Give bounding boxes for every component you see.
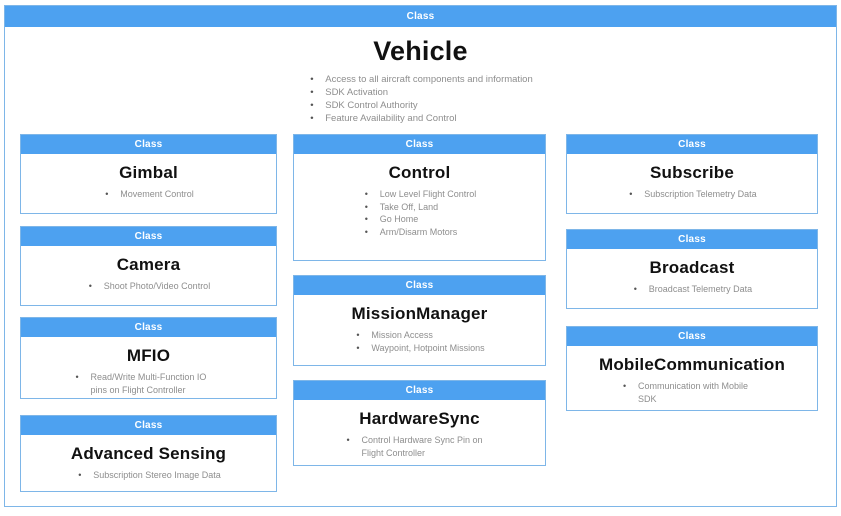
class-box-header: Class xyxy=(567,135,817,154)
vehicle-class-box: Class Vehicle Access to all aircraft com… xyxy=(4,5,837,507)
class-title: MissionManager xyxy=(351,304,488,323)
class-bullet: Broadcast Telemetry Data xyxy=(632,283,752,296)
class-box-subscribe: Class Subscribe Subscription Telemetry D… xyxy=(566,134,818,214)
class-bullet-list: Communication with Mobile SDK xyxy=(621,380,763,405)
class-title: MobileCommunication xyxy=(598,355,786,374)
class-bullet: Waypoint, Hotpoint Missions xyxy=(354,342,484,355)
class-bullet: Arm/Disarm Motors xyxy=(363,226,477,239)
vehicle-bullet: SDK Control Authority xyxy=(308,99,533,112)
class-bullet: Low Level Flight Control xyxy=(363,188,477,201)
class-title: Gimbal xyxy=(119,163,178,182)
class-title: HardwareSync xyxy=(359,409,480,428)
vehicle-class-header: Class xyxy=(5,6,836,27)
class-bullet: Go Home xyxy=(363,213,477,226)
class-box-header: Class xyxy=(567,230,817,249)
class-box-missionmanager: Class MissionManager Mission Access Wayp… xyxy=(293,275,546,366)
class-box-camera: Class Camera Shoot Photo/Video Control xyxy=(20,226,277,306)
class-bullet: Control Hardware Sync Pin on Flight Cont… xyxy=(345,434,495,459)
class-bullet-list: Control Hardware Sync Pin on Flight Cont… xyxy=(345,434,495,459)
vehicle-class-header-label: Class xyxy=(406,11,435,22)
class-box-header: Class xyxy=(567,327,817,346)
class-box-mfio: Class MFIO Read/Write Multi-Function IO … xyxy=(20,317,277,399)
class-bullet: Communication with Mobile SDK xyxy=(621,380,763,405)
class-box-broadcast: Class Broadcast Broadcast Telemetry Data xyxy=(566,229,818,309)
vehicle-bullet: SDK Activation xyxy=(308,86,533,99)
class-header-label: Class xyxy=(405,385,434,396)
class-bullet: Subscription Telemetry Data xyxy=(627,188,756,201)
class-box-mobilecommunication: Class MobileCommunication Communication … xyxy=(566,326,818,411)
class-box-control: Class Control Low Level Flight Control T… xyxy=(293,134,546,261)
class-box-header: Class xyxy=(294,135,545,154)
class-bullet: Take Off, Land xyxy=(363,201,477,214)
class-box-header: Class xyxy=(294,276,545,295)
vehicle-bullet: Access to all aircraft components and in… xyxy=(308,73,533,86)
class-bullet-list: Subscription Stereo Image Data xyxy=(76,469,221,482)
class-bullet-list: Broadcast Telemetry Data xyxy=(632,283,752,296)
class-bullet-list: Read/Write Multi-Function IO pins on Fli… xyxy=(74,371,224,396)
class-box-gimbal: Class Gimbal Movement Control xyxy=(20,134,277,214)
vehicle-bullet: Feature Availability and Control xyxy=(308,112,533,125)
class-bullet: Mission Access xyxy=(354,329,484,342)
class-bullet-list: Movement Control xyxy=(103,188,194,201)
vehicle-title: Vehicle xyxy=(373,36,468,66)
class-box-header: Class xyxy=(21,318,276,337)
class-header-label: Class xyxy=(678,331,706,342)
class-bullet-list: Subscription Telemetry Data xyxy=(627,188,756,201)
class-title: MFIO xyxy=(126,346,171,365)
class-box-header: Class xyxy=(294,381,545,400)
class-header-label: Class xyxy=(134,420,163,431)
class-bullet: Movement Control xyxy=(103,188,194,201)
class-box-advanced-sensing: Class Advanced Sensing Subscription Ster… xyxy=(20,415,277,492)
class-header-label: Class xyxy=(405,280,434,291)
class-header-label: Class xyxy=(678,139,706,150)
class-box-hardwaresync: Class HardwareSync Control Hardware Sync… xyxy=(293,380,546,466)
class-bullet-list: Shoot Photo/Video Control xyxy=(87,280,210,293)
class-header-label: Class xyxy=(134,139,163,150)
class-title: Control xyxy=(388,163,451,182)
class-bullet: Subscription Stereo Image Data xyxy=(76,469,221,482)
class-box-header: Class xyxy=(21,227,276,246)
class-bullet-list: Mission Access Waypoint, Hotpoint Missio… xyxy=(354,329,484,354)
class-box-header: Class xyxy=(21,135,276,154)
vehicle-bullet-list: Access to all aircraft components and in… xyxy=(308,73,533,125)
class-title: Broadcast xyxy=(649,258,735,277)
class-header-label: Class xyxy=(405,139,434,150)
class-title: Subscribe xyxy=(650,163,734,182)
class-bullet: Read/Write Multi-Function IO pins on Fli… xyxy=(74,371,224,396)
class-title: Advanced Sensing xyxy=(70,444,227,463)
class-header-label: Class xyxy=(678,234,706,245)
class-title: Camera xyxy=(116,255,181,274)
class-header-label: Class xyxy=(134,231,163,242)
class-bullet: Shoot Photo/Video Control xyxy=(87,280,210,293)
class-bullet-list: Low Level Flight Control Take Off, Land … xyxy=(363,188,477,238)
class-header-label: Class xyxy=(134,322,163,333)
class-box-header: Class xyxy=(21,416,276,435)
